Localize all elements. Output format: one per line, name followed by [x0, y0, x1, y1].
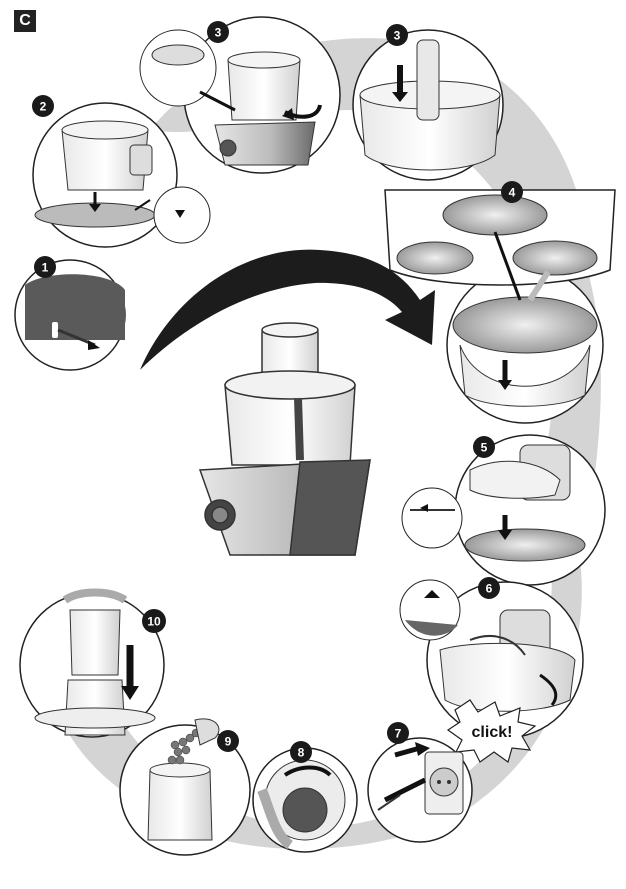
badge-step-3b: 3: [386, 24, 408, 46]
step-3a-bubble: [139, 16, 341, 174]
badge-step-6: 6: [478, 577, 500, 599]
step-2-bubble: [32, 102, 211, 248]
step-1-bubble: [14, 259, 126, 371]
step-6-bubble: [399, 579, 584, 739]
step-9-bubble: [119, 718, 251, 856]
step-8-bubble: [252, 747, 358, 853]
section-label: C: [14, 10, 36, 32]
step-3b-bubble: [352, 29, 504, 181]
step-5-bubble: [401, 434, 606, 586]
step-10-bubble: [19, 588, 165, 738]
path-shadow: [48, 38, 601, 849]
step-4-bubble: [384, 189, 616, 424]
badge-step-9: 9: [217, 730, 239, 752]
badge-step-3a: 3: [207, 21, 229, 43]
badge-step-7-label: 7: [395, 727, 402, 741]
badge-step-4-label: 4: [509, 186, 516, 200]
badge-step-3b-label: 3: [394, 29, 401, 43]
step-7-bubble: [367, 737, 473, 843]
badge-step-4: 4: [501, 181, 523, 203]
badge-step-5: 5: [473, 436, 495, 458]
badge-step-8: 8: [290, 741, 312, 763]
badge-step-10: 10: [142, 609, 166, 633]
badge-step-9-label: 9: [225, 735, 232, 749]
badge-step-3a-label: 3: [215, 26, 222, 40]
step-badges: 1 2 3 3 4 5 6: [32, 21, 523, 763]
click-text: click!: [472, 724, 513, 741]
badge-step-7: 7: [387, 722, 409, 744]
food-processor-main: [198, 322, 371, 556]
badge-step-1-label: 1: [42, 261, 49, 275]
badge-step-5-label: 5: [481, 441, 488, 455]
badge-step-6-label: 6: [486, 582, 493, 596]
badge-step-2: 2: [32, 95, 54, 117]
badge-step-1: 1: [34, 256, 56, 278]
click-callout: click!: [446, 699, 537, 763]
rotation-arrow: [140, 249, 435, 370]
badge-step-2-label: 2: [40, 100, 47, 114]
badge-step-10-label: 10: [147, 615, 161, 629]
badge-step-8-label: 8: [298, 746, 305, 760]
